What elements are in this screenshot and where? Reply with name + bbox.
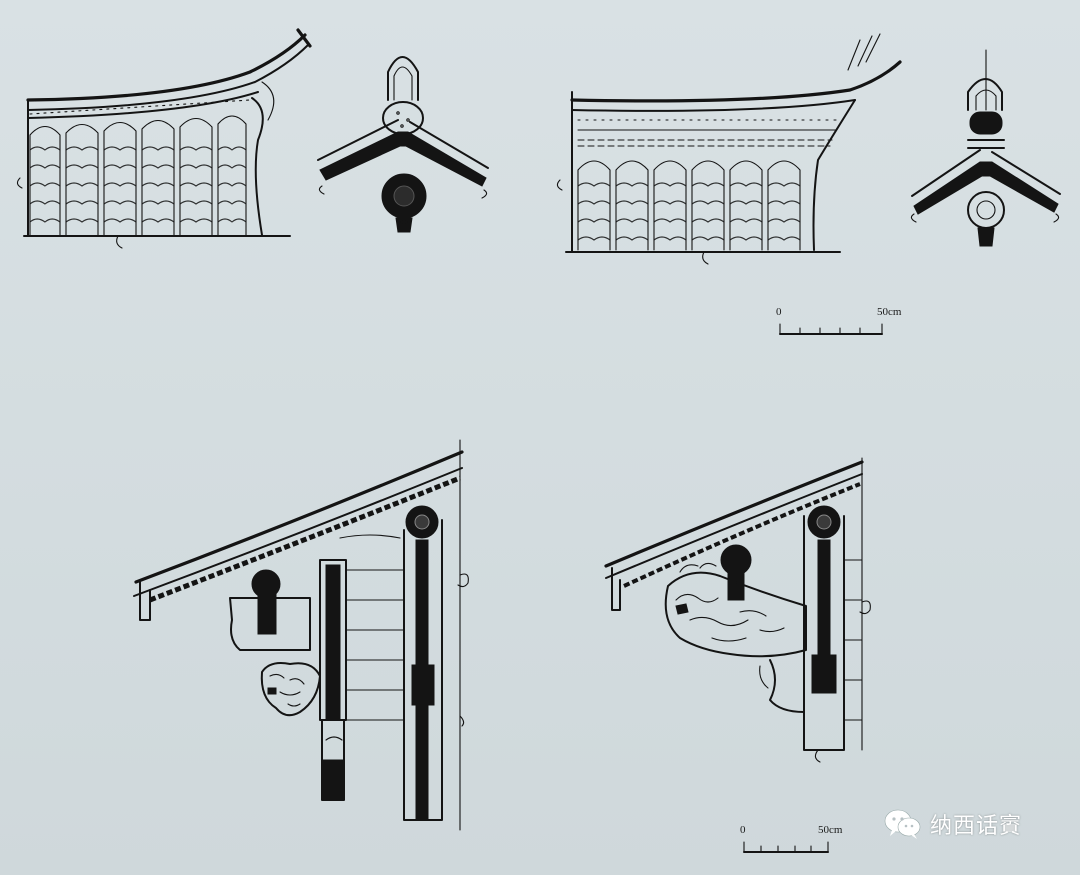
roof-elevation-left	[16, 28, 312, 249]
ridge-section-left	[317, 56, 489, 233]
roof-elevation-right	[556, 33, 902, 265]
watermark-text: 纳西话賨	[930, 814, 1023, 839]
scale-top-start-label: 0	[776, 306, 782, 318]
scale-top-end-label: 50cm	[877, 306, 902, 318]
wechat-icon	[884, 809, 921, 839]
scale-bar-bottom	[743, 841, 829, 853]
scale-bottom-start-label: 0	[740, 824, 746, 836]
ridge-section-right	[910, 49, 1061, 247]
scale-bar-top	[779, 323, 883, 335]
eave-bracket-section-left	[133, 439, 469, 831]
watermark: 纳西话賨	[884, 808, 1022, 840]
scale-bottom-end-label: 50cm	[818, 824, 843, 836]
eave-bracket-section-right	[604, 457, 871, 763]
